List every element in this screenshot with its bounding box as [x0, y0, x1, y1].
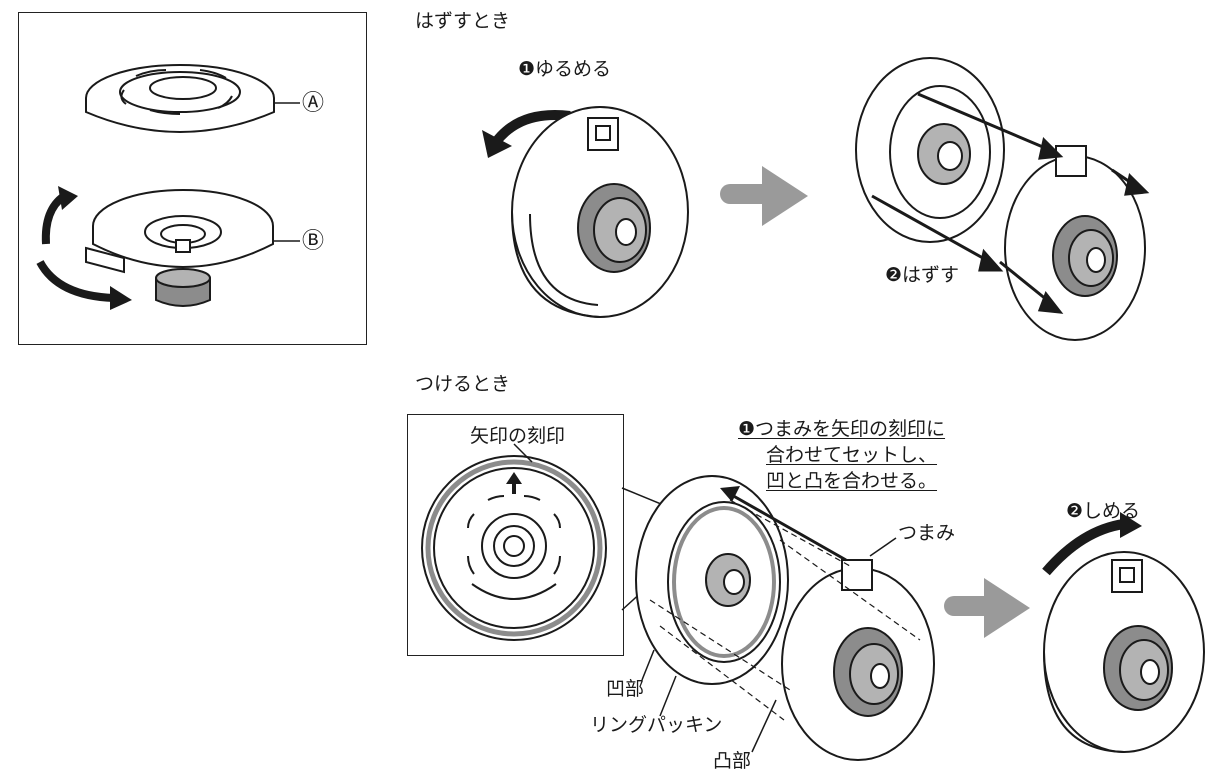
remove-step-arrow — [720, 166, 808, 226]
arrow-mark-icon — [506, 472, 522, 494]
remove-heading: はずすとき — [415, 10, 511, 32]
remove-step1-label: ❶ゆるめる — [518, 58, 612, 80]
part-a-label: Ⓐ — [302, 91, 325, 116]
separate-arrows — [871, 92, 1150, 314]
tightened-cap — [1043, 551, 1205, 753]
alignment-arrow — [720, 486, 847, 562]
ring-packing-label: リングパッキン — [590, 714, 723, 736]
attach-heading: つけるとき — [415, 373, 511, 395]
part-b-label: Ⓑ — [302, 229, 325, 254]
alignment-guides — [649, 499, 921, 721]
arrow-mark-label: 矢印の刻印 — [470, 425, 566, 447]
lid-a — [85, 64, 275, 133]
attach-step-arrow — [944, 578, 1030, 638]
remove-step2-label: ❷はずす — [885, 264, 960, 286]
recess-label: 凹部 — [606, 678, 645, 700]
assembled-cap — [511, 106, 689, 318]
attach-step1-line1: ❶つまみを矢印の刻印に — [738, 418, 946, 440]
attach-parts — [635, 475, 935, 761]
attach-step1-line3: 凹と凸を合わせる。 — [766, 470, 938, 492]
protrusion-label: 凸部 — [713, 750, 752, 772]
inset-ring — [421, 455, 607, 641]
attach-step1-line2: 合わせてセットし、 — [766, 444, 938, 466]
arrow-mark-inset — [407, 414, 624, 656]
body-b — [85, 189, 274, 307]
knob-label: つまみ — [898, 522, 956, 544]
